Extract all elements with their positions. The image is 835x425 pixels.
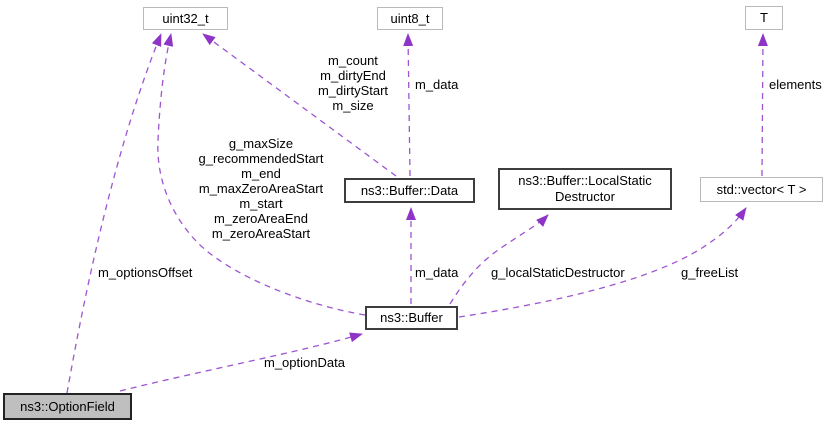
edge-buffer-to-uint32t (157, 33, 366, 316)
edge-label-bufferdata-uint32-members: m_count m_dirtyEnd m_dirtyStart m_size (317, 53, 389, 113)
edge-label-m-optionsoffset: m_optionsOffset (98, 265, 193, 280)
edge-bufferdata-to-uint8t (403, 33, 414, 177)
node-std-vector-t: std::vector< T > (700, 177, 823, 202)
edge-buffer-to-stdvector (458, 207, 747, 318)
node-ns3-optionfield: ns3::OptionField (3, 393, 132, 420)
node-t: T (745, 6, 783, 30)
node-ns3-buffer[interactable]: ns3::Buffer (365, 306, 458, 330)
node-ns3-buffer-data[interactable]: ns3::Buffer::Data (344, 178, 475, 203)
edge-label-buffer-uint32-members: g_maxSize g_recommendedStart m_end m_max… (198, 136, 324, 241)
edge-stdvector-to-t (757, 33, 768, 177)
node-uint8-t: uint8_t (377, 7, 443, 30)
edge-label-g-freelist: g_freeList (681, 265, 739, 280)
edge-label-m-data-lower: m_data (415, 265, 459, 280)
edge-bufferdata-to-uint32t (202, 33, 397, 177)
edge-optionfield-to-buffer (119, 332, 363, 392)
edge-label-elements: elements (769, 77, 822, 92)
edge-label-m-optiondata: m_optionData (264, 355, 345, 370)
edge-optionfield-to-uint32t (66, 33, 162, 394)
edge-label-m-data-upper: m_data (415, 77, 459, 92)
node-ns3-buffer-localstatic-destructor[interactable]: ns3::Buffer::LocalStatic Destructor (498, 168, 672, 210)
edge-buffer-to-localstaticdestructor (449, 214, 549, 305)
node-uint32-t: uint32_t (143, 7, 228, 30)
edge-label-g-localstaticdestructor: g_localStaticDestructor (491, 265, 625, 280)
